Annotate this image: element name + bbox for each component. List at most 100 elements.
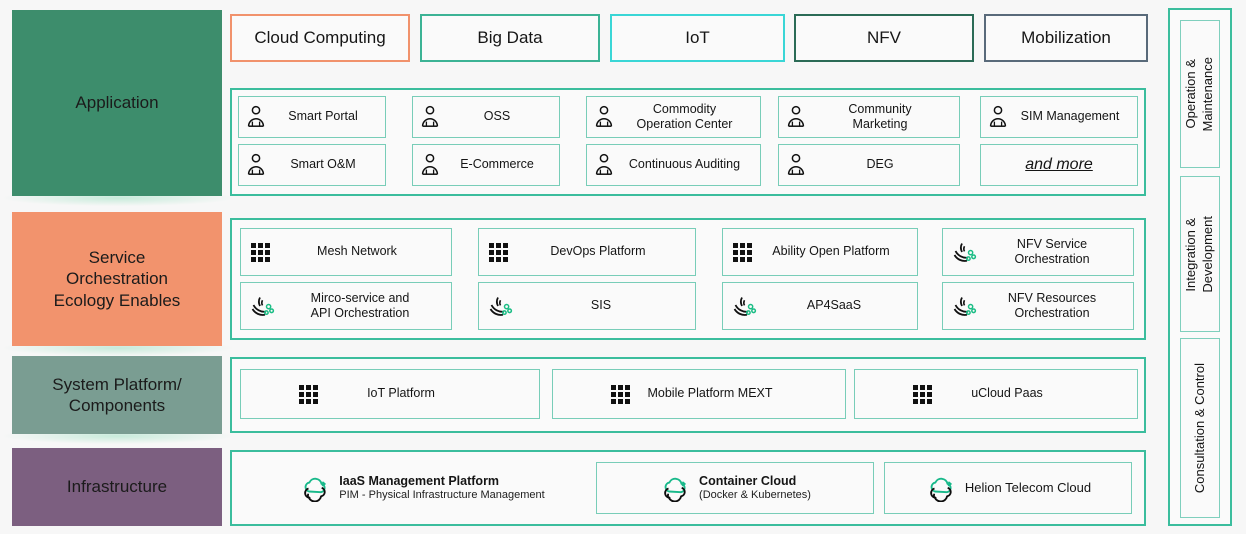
- person-icon: [593, 105, 615, 129]
- grid-dots-icon: [297, 384, 319, 404]
- inf-item-helion-telecom-cloud-title: Helion Telecom Cloud: [964, 480, 1092, 496]
- app-item-deg[interactable]: DEG: [778, 144, 960, 186]
- layer-label-system-line1: System Platform/: [52, 374, 182, 394]
- orchestration-icon: [951, 294, 979, 318]
- person-icon: [987, 105, 1009, 129]
- category-chip-mobilization[interactable]: Mobilization: [984, 14, 1148, 62]
- app-item-smart-portal-label: Smart Portal: [288, 109, 358, 124]
- app-item-oss-label: OSS: [483, 109, 511, 124]
- inf-item-container-cloud[interactable]: Container Cloud(Docker & Kubernetes): [596, 462, 874, 514]
- inf-item-helion-telecom-cloud-label: Helion Telecom Cloud: [959, 480, 1091, 496]
- cloud-sync-icon: [925, 474, 959, 502]
- sys-item-mobile-platform-mext[interactable]: Mobile Platform MEXT: [552, 369, 846, 419]
- orchestration-icon: [731, 294, 759, 318]
- orchestration-icon: [249, 294, 277, 318]
- grid-dots-icon: [487, 242, 509, 262]
- category-chip-label: Big Data: [477, 28, 543, 47]
- grid-dots-icon: [911, 384, 933, 404]
- category-chip-label: Mobilization: [1021, 28, 1111, 47]
- svc-item-ap4saas-label: AP4SaaS: [806, 298, 862, 313]
- category-chip-big-data[interactable]: Big Data: [420, 14, 600, 62]
- grid-dots-icon: [731, 242, 753, 262]
- person-icon: [785, 153, 807, 177]
- app-item-smart-o-m-label: Smart O&M: [290, 157, 356, 172]
- rail-item-consultation-control-label: Consultation & Control: [1191, 362, 1207, 494]
- sys-item-ucloud-paas-label: uCloud Paas: [971, 386, 1043, 401]
- inf-item-helion-telecom-cloud[interactable]: Helion Telecom Cloud: [884, 462, 1132, 514]
- svc-item-mesh-network[interactable]: Mesh Network: [240, 228, 452, 276]
- layer-label-application-text: Application: [75, 93, 159, 113]
- app-item-deg-label: DEG: [866, 157, 894, 172]
- app-item-and-more[interactable]: and more: [980, 144, 1138, 186]
- inf-item-container-cloud-title: Container Cloud: [699, 473, 797, 488]
- grid-dots-icon: [609, 384, 631, 404]
- inf-item-container-cloud-subtitle: (Docker & Kubernetes): [699, 488, 811, 501]
- sys-item-iot-platform-label: IoT Platform: [367, 386, 435, 401]
- layer-label-service: Service Orchestration Ecology Enables: [12, 212, 222, 346]
- app-item-smart-portal[interactable]: Smart Portal: [238, 96, 386, 138]
- app-item-e-commerce[interactable]: E-Commerce: [412, 144, 560, 186]
- layer-label-infrastructure: Infrastructure: [12, 448, 222, 526]
- person-icon: [245, 105, 267, 129]
- inf-item-iaas-management-platform-subtitle: PIM - Physical Infrastructure Management: [339, 488, 545, 501]
- cloud-sync-icon: [659, 474, 693, 502]
- grid-dots-icon: [249, 242, 271, 262]
- app-item-oss[interactable]: OSS: [412, 96, 560, 138]
- person-icon: [593, 153, 615, 177]
- rail-item-integration-development[interactable]: Integration & Development: [1180, 176, 1220, 332]
- rail-item-consultation-control[interactable]: Consultation & Control: [1180, 338, 1220, 518]
- svc-item-devops-platform[interactable]: DevOps Platform: [478, 228, 696, 276]
- person-icon: [245, 153, 267, 177]
- svc-item-ap4saas[interactable]: AP4SaaS: [722, 282, 918, 330]
- inf-item-iaas-management-platform-title: IaaS Management Platform: [339, 473, 500, 488]
- category-chip-cloud-computing[interactable]: Cloud Computing: [230, 14, 410, 62]
- category-chip-label: NFV: [867, 28, 901, 47]
- svc-item-sis-label: SIS: [590, 298, 612, 313]
- layer-label-infrastructure-text: Infrastructure: [66, 477, 168, 497]
- svc-item-devops-platform-label: DevOps Platform: [550, 244, 646, 259]
- rail-item-operation-maintenance-label: Operation & Maintenance: [1183, 56, 1215, 132]
- category-chip-iot[interactable]: IoT: [610, 14, 785, 62]
- app-item-smart-o-m[interactable]: Smart O&M: [238, 144, 386, 186]
- sys-item-iot-platform[interactable]: IoT Platform: [240, 369, 540, 419]
- inf-item-container-cloud-label: Container Cloud(Docker & Kubernetes): [693, 474, 811, 503]
- layer-label-service-line2: Orchestration: [65, 269, 169, 289]
- app-item-and-more-label: and more: [989, 155, 1129, 175]
- svc-item-ability-open-platform[interactable]: Ability Open Platform: [722, 228, 918, 276]
- layer-label-service-line3: Ecology Enables: [53, 290, 181, 310]
- app-item-e-commerce-label: E-Commerce: [460, 157, 534, 172]
- layer-label-system: System Platform/ Components: [12, 356, 222, 434]
- person-icon: [419, 153, 441, 177]
- rail-item-operation-maintenance[interactable]: Operation & Maintenance: [1180, 20, 1220, 168]
- layer-label-application: Application: [12, 10, 222, 196]
- sys-item-ucloud-paas[interactable]: uCloud Paas: [854, 369, 1138, 419]
- app-item-sim-management-label: SIM Management: [1020, 109, 1120, 124]
- app-item-continuous-auditing-label: Continuous Auditing: [628, 157, 741, 172]
- cloud-sync-icon: [299, 474, 333, 502]
- layer-label-system-line2: Components: [68, 396, 166, 415]
- rail-item-integration-development-label: Integration & Development: [1183, 215, 1215, 293]
- category-chip-label: Cloud Computing: [254, 28, 386, 47]
- person-icon: [785, 105, 807, 129]
- layer-label-service-line1: Service: [88, 248, 146, 268]
- svc-item-sis[interactable]: SIS: [478, 282, 696, 330]
- category-chip-nfv[interactable]: NFV: [794, 14, 974, 62]
- svc-item-mesh-network-label: Mesh Network: [317, 244, 397, 259]
- app-item-continuous-auditing[interactable]: Continuous Auditing: [586, 144, 761, 186]
- sys-item-mobile-platform-mext-label: Mobile Platform MEXT: [647, 386, 773, 401]
- svc-item-ability-open-platform-label: Ability Open Platform: [772, 244, 890, 259]
- app-item-sim-management[interactable]: SIM Management: [980, 96, 1138, 138]
